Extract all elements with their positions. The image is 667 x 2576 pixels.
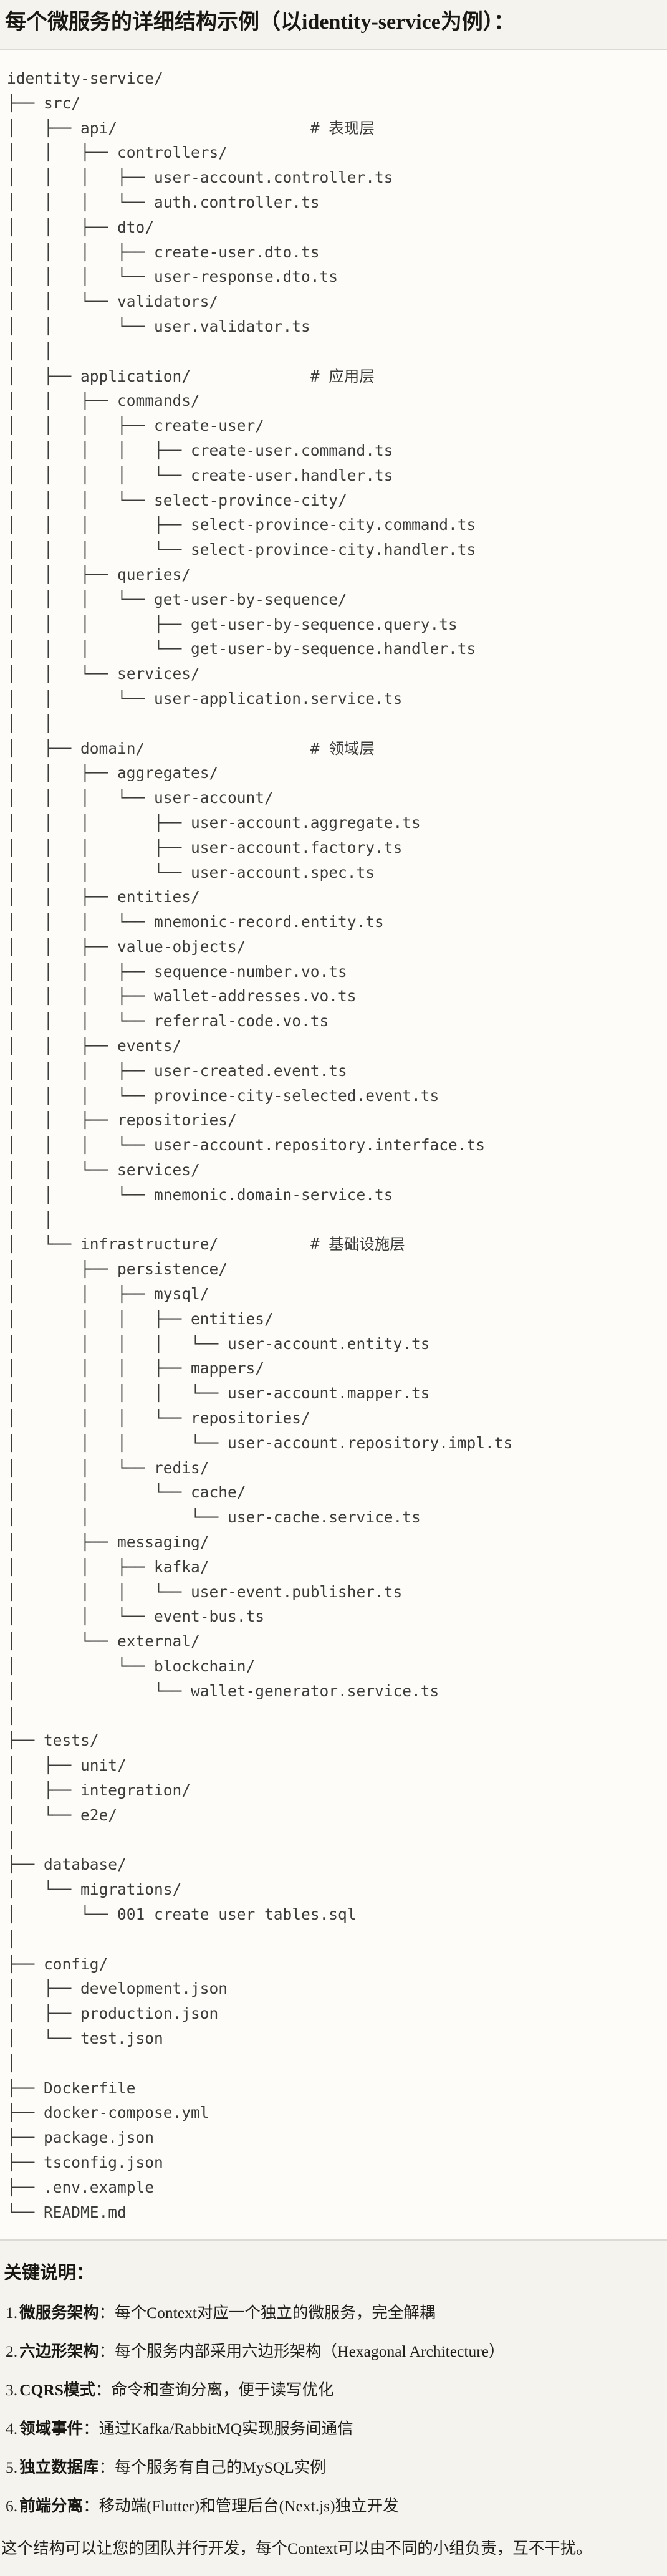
note-term: 六边形架构 (19, 2342, 99, 2361)
note-number: 6. (6, 2497, 18, 2516)
file-tree: identity-service/ ├── src/ │ ├── api/ # … (7, 69, 513, 2221)
note-description: 命令和查询分离，便于读写优化 (111, 2381, 334, 2400)
note-item: 3.CQRS模式：命令和查询分离，便于读写优化 (6, 2379, 667, 2401)
note-item: 2.六边形架构：每个服务内部采用六边形架构（Hexagonal Architec… (6, 2340, 667, 2363)
note-item: 6.前端分离：移动端(Flutter)和管理后台(Next.js)独立开发 (6, 2495, 667, 2517)
note-number: 5. (6, 2458, 18, 2477)
note-item: 4.领域事件：通过Kafka/RabbitMQ实现服务间通信 (6, 2418, 667, 2440)
note-term: 微服务架构 (19, 2304, 99, 2322)
note-description: 移动端(Flutter)和管理后台(Next.js)独立开发 (98, 2497, 399, 2516)
note-description: 每个服务有自己的MySQL实例 (115, 2458, 326, 2477)
note-separator: ： (83, 2497, 99, 2516)
note-number: 3. (6, 2381, 18, 2400)
note-description: 每个Context对应一个独立的微服务，完全解耦 (115, 2304, 436, 2322)
note-term: 前端分离 (19, 2497, 84, 2516)
note-number: 2. (6, 2342, 18, 2361)
page-title: 每个微服务的详细结构示例（以identity-service为例）： (5, 11, 515, 34)
note-term: 独立数据库 (19, 2458, 99, 2477)
file-tree-block: identity-service/ ├── src/ │ ├── api/ # … (0, 49, 667, 2241)
note-number: 1. (6, 2304, 18, 2322)
note-term: CQRS模式 (19, 2381, 95, 2400)
notes-list: 1.微服务架构：每个Context对应一个独立的微服务，完全解耦 2.六边形架构… (0, 2302, 667, 2517)
note-item: 5.独立数据库：每个服务有自己的MySQL实例 (6, 2456, 667, 2479)
note-item: 1.微服务架构：每个Context对应一个独立的微服务，完全解耦 (6, 2302, 667, 2324)
note-separator: ： (83, 2420, 99, 2438)
note-separator: ： (98, 2342, 115, 2361)
note-description: 通过Kafka/RabbitMQ实现服务间通信 (98, 2420, 353, 2438)
note-term: 领域事件 (19, 2420, 84, 2438)
notes-heading: 关键说明： (4, 2263, 95, 2284)
note-description: 每个服务内部采用六边形架构（Hexagonal Architecture） (115, 2342, 505, 2361)
closing-paragraph: 这个结构可以让您的团队并行开发，每个Context可以由不同的小组负责，互不干扰… (1, 2539, 592, 2558)
note-separator: ： (98, 2304, 115, 2322)
note-number: 4. (6, 2420, 18, 2438)
note-separator: ： (95, 2381, 112, 2400)
note-separator: ： (98, 2458, 115, 2477)
